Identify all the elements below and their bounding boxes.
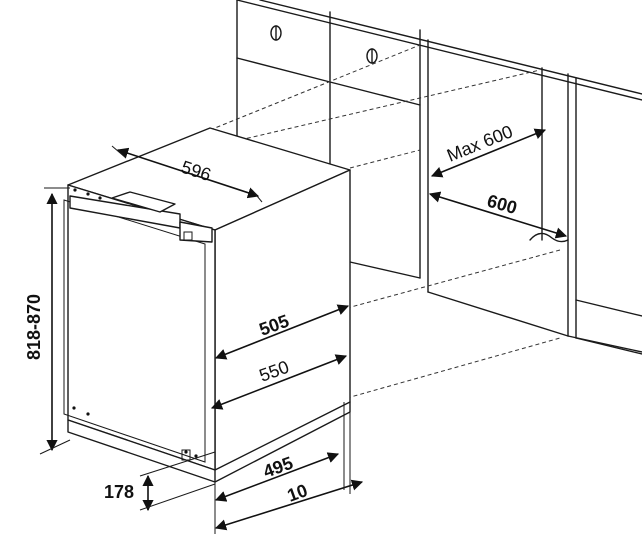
- label-height-range: 818-870: [24, 294, 44, 360]
- label-plinth-offset: 10: [285, 480, 311, 506]
- projection-lines: [209, 44, 561, 401]
- label-niche-width: 600: [485, 191, 519, 219]
- drawer-handle-icon: [366, 48, 378, 64]
- label-max-depth: Max 600: [444, 121, 516, 165]
- dimension-lines: [39, 128, 568, 534]
- drawer-handle-icon: [270, 25, 282, 41]
- label-plinth-height: 178: [104, 482, 134, 502]
- label-plinth-depth: 495: [261, 453, 296, 482]
- kitchen-cabinet: [236, 0, 642, 355]
